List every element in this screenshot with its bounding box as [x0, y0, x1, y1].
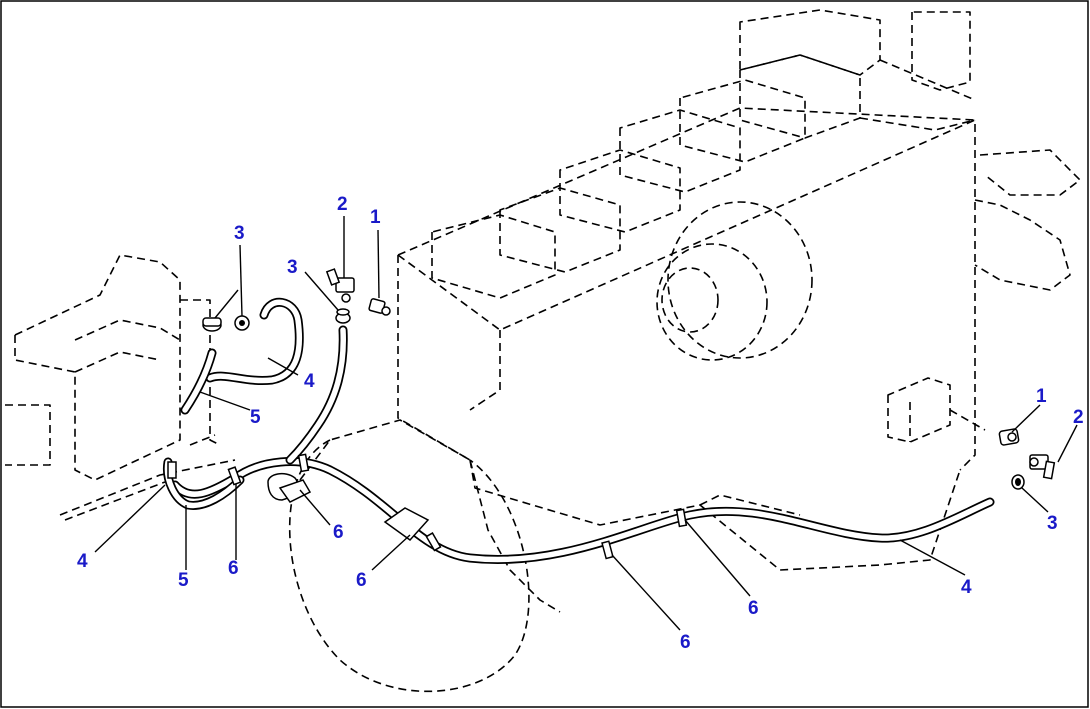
clamp-3-lower [1011, 474, 1025, 490]
callout-3: 3 [287, 257, 298, 278]
callout-2: 2 [1073, 407, 1084, 428]
callout-3: 3 [1047, 513, 1058, 534]
leader-lines [94, 216, 1078, 631]
callout-6: 6 [680, 632, 691, 653]
elbow-1-lower [998, 428, 1020, 446]
hose-vertical [285, 325, 348, 465]
callout-6: 6 [333, 522, 344, 543]
callout-4: 4 [77, 551, 88, 572]
valve-2-upper [325, 268, 355, 303]
valve-2-lower [1029, 454, 1056, 480]
heater-unit-outline [5, 254, 236, 521]
hose-4-left-loop [205, 297, 304, 386]
hose-4-long [170, 457, 995, 564]
callout-3: 3 [234, 223, 245, 244]
callout-6: 6 [356, 570, 367, 591]
hose-5-left [180, 348, 217, 415]
callout-1: 1 [370, 207, 381, 228]
callout-5: 5 [178, 570, 189, 591]
callout-1: 1 [1036, 386, 1047, 407]
callout-6: 6 [748, 598, 759, 619]
callout-6: 6 [228, 558, 239, 579]
clamp-3-upper-left [202, 315, 250, 332]
callout-5: 5 [250, 407, 261, 428]
callout-2: 2 [337, 194, 348, 215]
callout-4: 4 [961, 577, 972, 598]
hose-clamps [167, 453, 688, 560]
clamp-brackets [267, 472, 430, 542]
callout-4: 4 [304, 371, 315, 392]
callout-labels: 1 2 3 3 4 5 4 5 6 6 6 6 6 4 1 2 3 [77, 194, 1084, 653]
engine-block-outline [288, 9, 1081, 693]
clamp-3-upper-right [335, 308, 351, 324]
elbow-1-upper [368, 298, 391, 316]
